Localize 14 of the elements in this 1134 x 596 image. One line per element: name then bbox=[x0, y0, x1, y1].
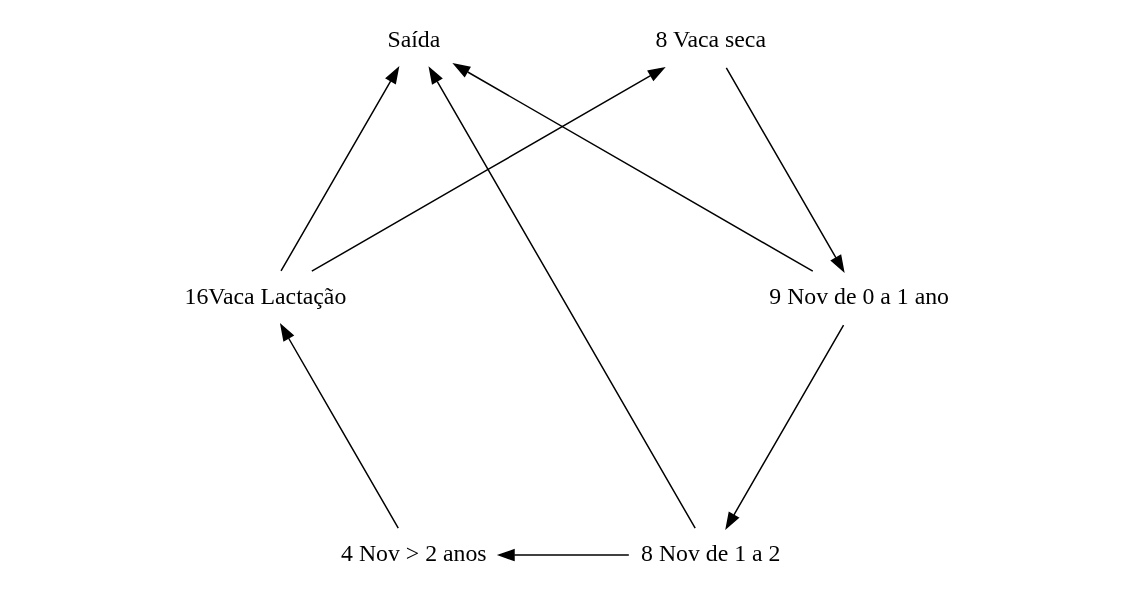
node-text: Saída bbox=[386, 25, 440, 52]
arrow bbox=[279, 66, 399, 272]
arrow bbox=[724, 324, 844, 530]
node-text: 9 Nov de 0 a 1 ano bbox=[768, 282, 949, 309]
arrow bbox=[279, 323, 399, 529]
node-text: 8 Vaca seca bbox=[654, 25, 766, 52]
arrow bbox=[428, 66, 696, 529]
node-text: 4 Nov > 2 anos bbox=[340, 539, 487, 566]
arrow bbox=[451, 63, 813, 272]
arrow bbox=[310, 66, 666, 272]
arrow bbox=[725, 67, 845, 273]
node-text: 8 Nov de 1 a 2 bbox=[640, 539, 780, 566]
arrow bbox=[496, 548, 630, 562]
node-text: 16Vaca Lactação bbox=[184, 282, 346, 309]
